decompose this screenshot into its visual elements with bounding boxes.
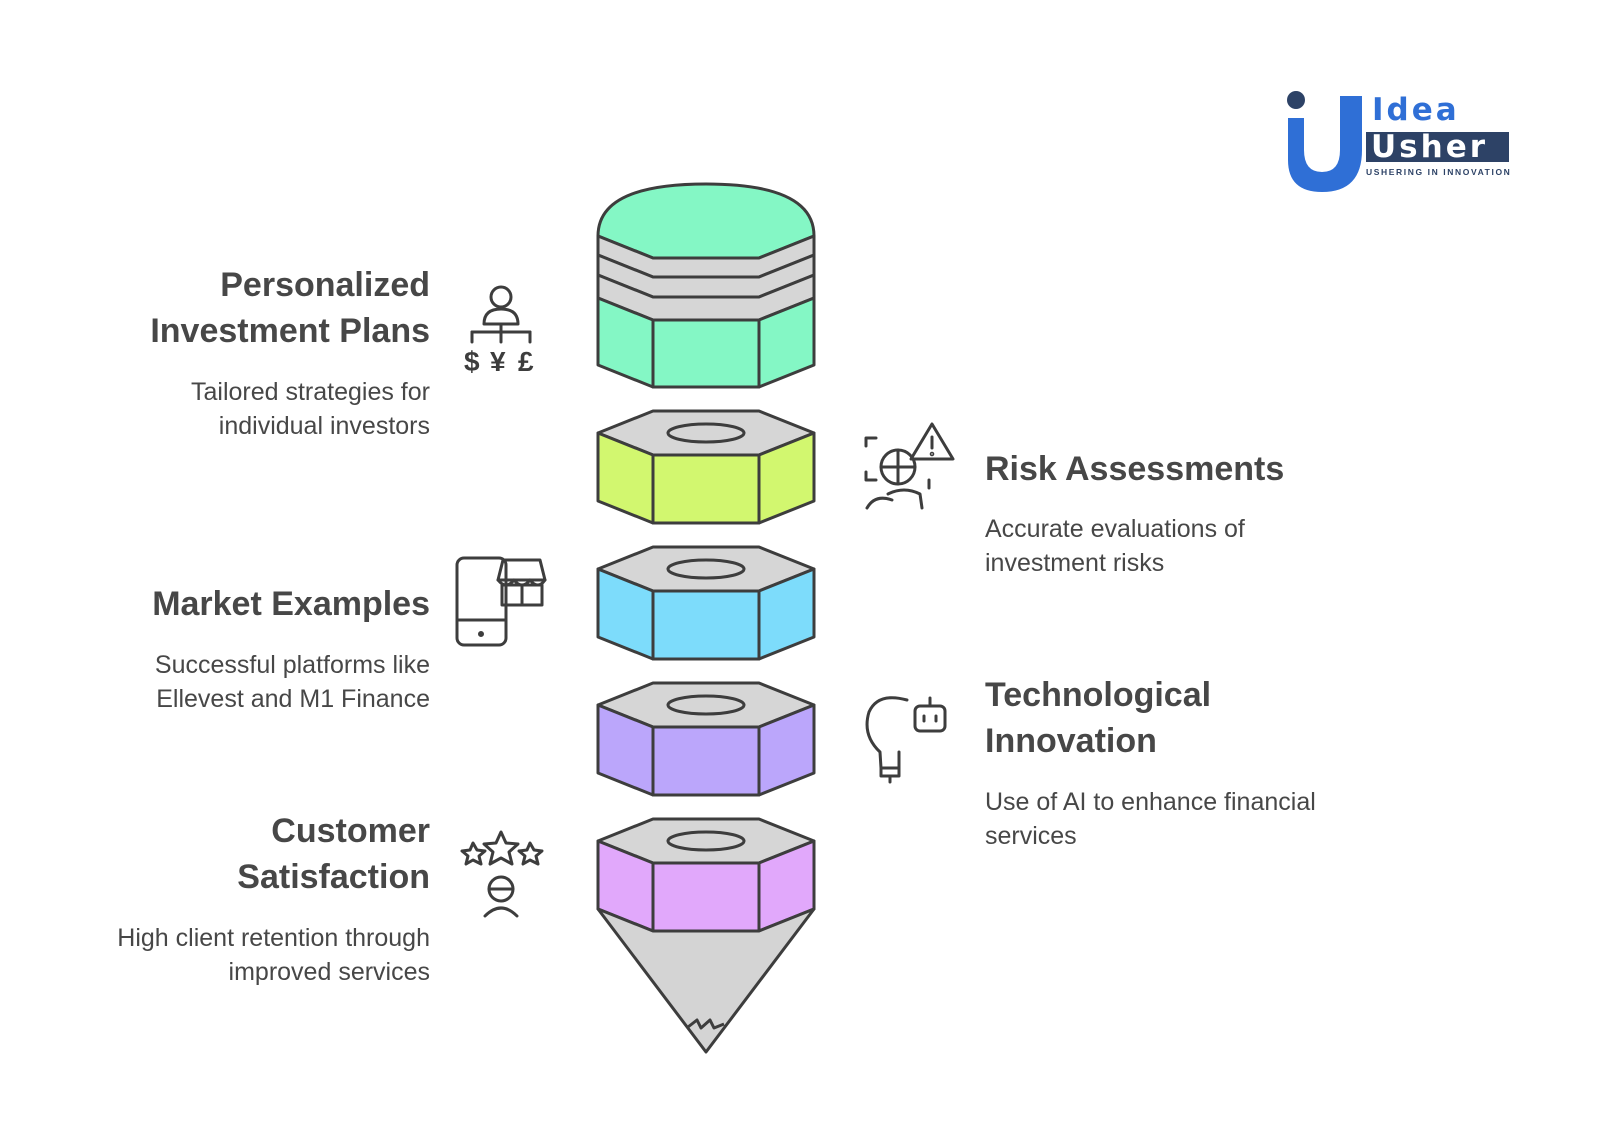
pencil-segment-market bbox=[596, 545, 816, 661]
mobile-store-icon bbox=[455, 556, 547, 647]
item-title-market: Market Examples bbox=[152, 585, 430, 623]
pencil-cap-segment bbox=[596, 182, 816, 389]
pencil-segment-technology bbox=[596, 681, 816, 797]
pound-icon: £ bbox=[518, 346, 534, 377]
brand-name-usher: Usher bbox=[1371, 129, 1489, 165]
investor-currency-icon bbox=[470, 285, 532, 344]
pencil-segment-risk bbox=[596, 409, 816, 525]
customer-stars-icon bbox=[460, 830, 544, 918]
ai-lightbulb-icon bbox=[865, 696, 947, 784]
pencil-segment-customer bbox=[596, 817, 816, 933]
idea-usher-logo-mark bbox=[1287, 91, 1509, 192]
pencil-tip bbox=[596, 907, 816, 1054]
dollar-icon: $ bbox=[464, 346, 480, 377]
risk-warning-icon bbox=[864, 422, 955, 510]
item-title-risk: Risk Assessments bbox=[985, 450, 1285, 488]
brand-tagline: USHERING IN INNOVATION bbox=[1366, 167, 1512, 177]
yen-icon: ¥ bbox=[490, 346, 506, 377]
brand-name-idea: Idea bbox=[1372, 92, 1460, 128]
